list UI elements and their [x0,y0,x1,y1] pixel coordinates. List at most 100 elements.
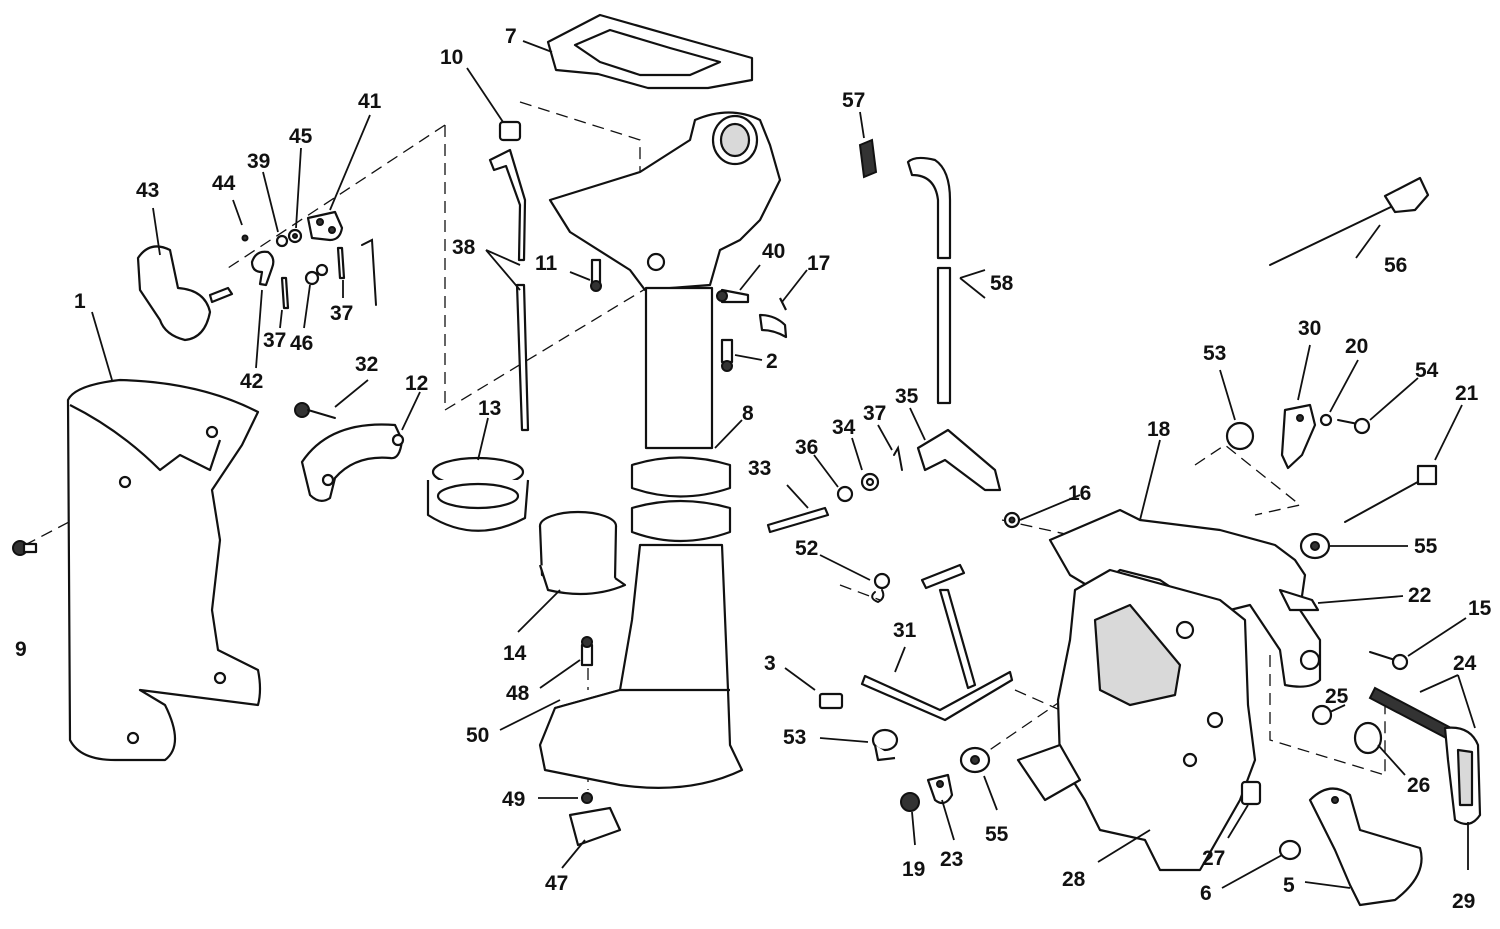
callout-58: 58 [990,272,1014,295]
part-11-screw [590,258,602,292]
callout-7: 7 [505,25,517,48]
part-55-washer-upper [1299,532,1331,560]
callout-55b: 55 [985,823,1009,846]
part-52-spring [871,572,891,604]
callout-34: 34 [832,416,856,439]
callout-43: 43 [136,179,159,202]
callout-14: 14 [503,642,527,665]
part-45-washer [287,228,303,244]
part-32-screw [294,402,336,419]
part-20-washer [1319,413,1333,427]
part-25-screw [1311,704,1333,726]
part-2-screw [720,338,734,372]
callout-18: 18 [1147,418,1171,441]
callout-46: 46 [290,332,313,355]
callout-5: 5 [1283,874,1295,897]
part-24-clamp-screw [1368,686,1457,742]
part-14-grommet [538,510,627,596]
callout-57: 57 [842,89,865,112]
part-26-pad [1353,721,1383,755]
part-47-plate [568,806,622,847]
callout-27: 27 [1202,847,1225,870]
part-54-screw [1337,417,1371,435]
callout-8: 8 [742,402,754,425]
part-46-nut [304,263,329,286]
part-37-pins [280,238,903,471]
callout-28: 28 [1062,868,1086,891]
part-28-clamp-bracket [1016,568,1257,872]
leader-lines [91,40,1476,889]
part-41-bracket [306,210,344,242]
part-31-lever [860,563,1014,722]
callout-49: 49 [502,788,525,811]
callout-53a: 53 [1203,342,1226,365]
part-17-clip [758,297,788,339]
callout-37b: 37 [330,302,353,325]
callout-13: 13 [478,397,501,420]
callout-15: 15 [1468,597,1492,620]
callout-12: 12 [405,372,428,395]
callout-55a: 55 [1414,535,1438,558]
part-5-tilt-lever [1308,787,1423,907]
part-58-hose [906,156,952,405]
part-49-nut [581,792,593,804]
callout-29: 29 [1452,890,1475,913]
callout-25: 25 [1325,685,1349,708]
callout-45: 45 [289,125,313,148]
callout-56: 56 [1384,254,1407,277]
part-9-screw [12,540,38,556]
callout-labels: 1 2 3 5 6 7 8 9 10 11 12 13 14 15 16 17 … [15,25,1492,913]
callout-6: 6 [1200,882,1212,905]
callout-30: 30 [1298,317,1321,340]
callout-52: 52 [795,537,818,560]
part-38-shift-rod [488,148,530,432]
callout-47: 47 [545,872,568,895]
part-22-arm [1278,588,1320,612]
part-27-pin [1240,780,1262,806]
callout-33: 33 [748,457,771,480]
callout-37c: 37 [863,402,886,425]
callout-32: 32 [355,353,378,376]
part-10-clip [498,120,522,142]
callout-16: 16 [1068,482,1091,505]
callout-24: 24 [1453,652,1477,675]
part-55-washer-lower [959,746,991,774]
part-35-bracket [916,428,1002,492]
callout-48: 48 [506,682,530,705]
part-16-nut [1003,511,1021,529]
callout-40: 40 [762,240,785,263]
part-29-handle [1443,726,1482,826]
part-12-clamp [300,423,405,502]
part-39-washer [275,234,289,248]
callout-3: 3 [764,652,776,675]
callout-41: 41 [358,90,382,113]
part-13-mount-ring [426,456,530,532]
callout-31: 31 [893,619,917,642]
part-15-screw [1369,651,1409,671]
callout-10: 10 [440,46,463,69]
part-44-pin [241,234,249,242]
part-42-link [250,250,275,287]
part-33-pin [766,506,830,534]
callout-9: 9 [15,638,27,661]
callout-37a: 37 [263,329,286,352]
part-36-washer [836,485,854,503]
callout-35: 35 [895,385,919,408]
callout-21: 21 [1455,382,1479,405]
part-1-shroud [66,378,262,762]
callout-54: 54 [1415,359,1439,382]
part-53-bushing-lower [871,728,899,762]
callout-38: 38 [452,236,476,259]
callout-44: 44 [212,172,236,195]
callout-23: 23 [940,848,963,871]
part-53-bushing-upper [1225,421,1255,451]
callout-20: 20 [1345,335,1368,358]
part-30-bracket [1280,403,1317,470]
part-21-bolt [1344,464,1438,523]
callout-36: 36 [795,436,818,459]
part-57-fitting [858,138,878,179]
callout-50: 50 [466,724,489,747]
callout-17: 17 [807,252,830,275]
part-23-tab [926,773,954,805]
part-6-ring [1278,839,1302,861]
